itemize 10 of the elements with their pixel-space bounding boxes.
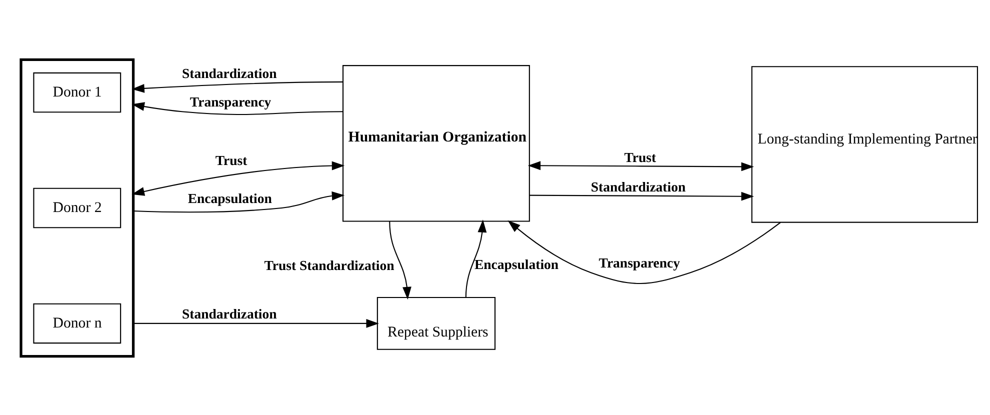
edge-label: Trust: [215, 152, 248, 168]
edge-label: Transparency: [190, 94, 272, 110]
edge-label: Standardization: [182, 66, 277, 81]
edge-label: Standardization: [590, 178, 686, 194]
edge-label: Transparency: [598, 255, 680, 270]
edge-label: Trust Standardization: [264, 257, 394, 272]
edge-label: Trust: [624, 149, 656, 164]
edge-label: Encapsulation: [188, 190, 272, 206]
edge-label: Encapsulation: [474, 256, 559, 272]
edge-label: Standardization: [182, 306, 277, 322]
